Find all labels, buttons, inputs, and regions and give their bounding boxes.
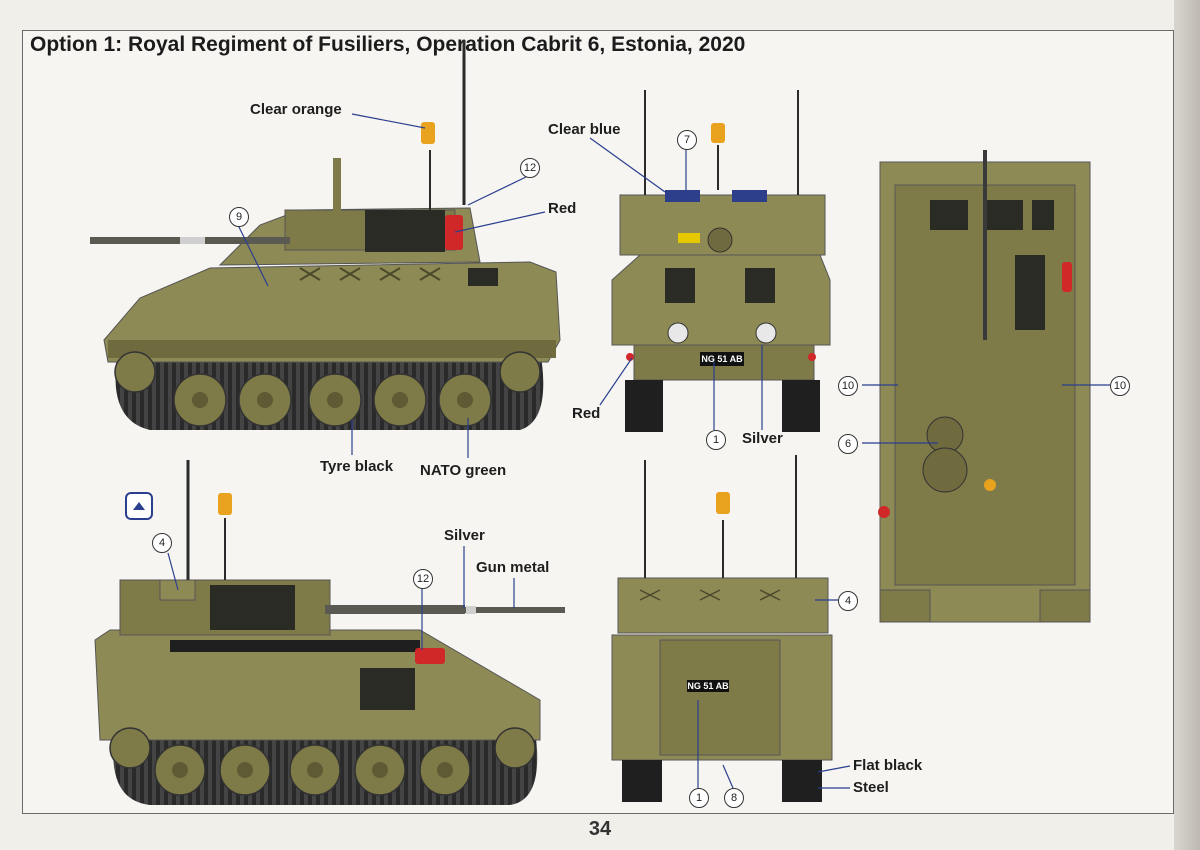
callout-10-right: 10 [1110,376,1130,396]
side-view-left [90,40,561,430]
callout-1-front: 1 [706,430,726,450]
callout-6: 6 [838,434,858,454]
callout-9: 9 [229,207,249,227]
callout-10-left: 10 [838,376,858,396]
side-view-right [94,460,565,805]
callout-12-top: 12 [520,158,540,178]
callout-4-side: 4 [152,533,172,553]
front-plate: NG 51 AB [701,354,743,364]
label-gun-metal: Gun metal [476,559,550,576]
page-title: Option 1: Royal Regiment of Fusiliers, O… [30,33,746,56]
rear-plate: NG 51 AB [687,681,729,691]
label-clear-orange: Clear orange [250,101,342,118]
rear-view [611,455,833,802]
label-steel: Steel [853,779,889,796]
callout-1-rear: 1 [689,788,709,808]
label-red-top: Red [548,200,577,217]
label-nato-green: NATO green [420,462,507,479]
callout-8: 8 [724,788,744,808]
callout-7: 7 [677,130,697,150]
label-flat-black: Flat black [853,757,923,774]
label-silver-gun: Silver [444,527,485,544]
callout-4-rear: 4 [838,591,858,611]
callout-12-bottom: 12 [413,569,433,589]
front-view [611,90,831,432]
label-red-front: Red [572,405,601,422]
label-tyre-black: Tyre black [320,458,394,475]
binder-edge [1174,0,1200,850]
page-number: 34 [588,818,612,840]
label-clear-blue: Clear blue [548,121,621,138]
callout-leaders [167,113,1110,789]
label-silver-front: Silver [742,430,783,447]
top-view [878,150,1091,623]
